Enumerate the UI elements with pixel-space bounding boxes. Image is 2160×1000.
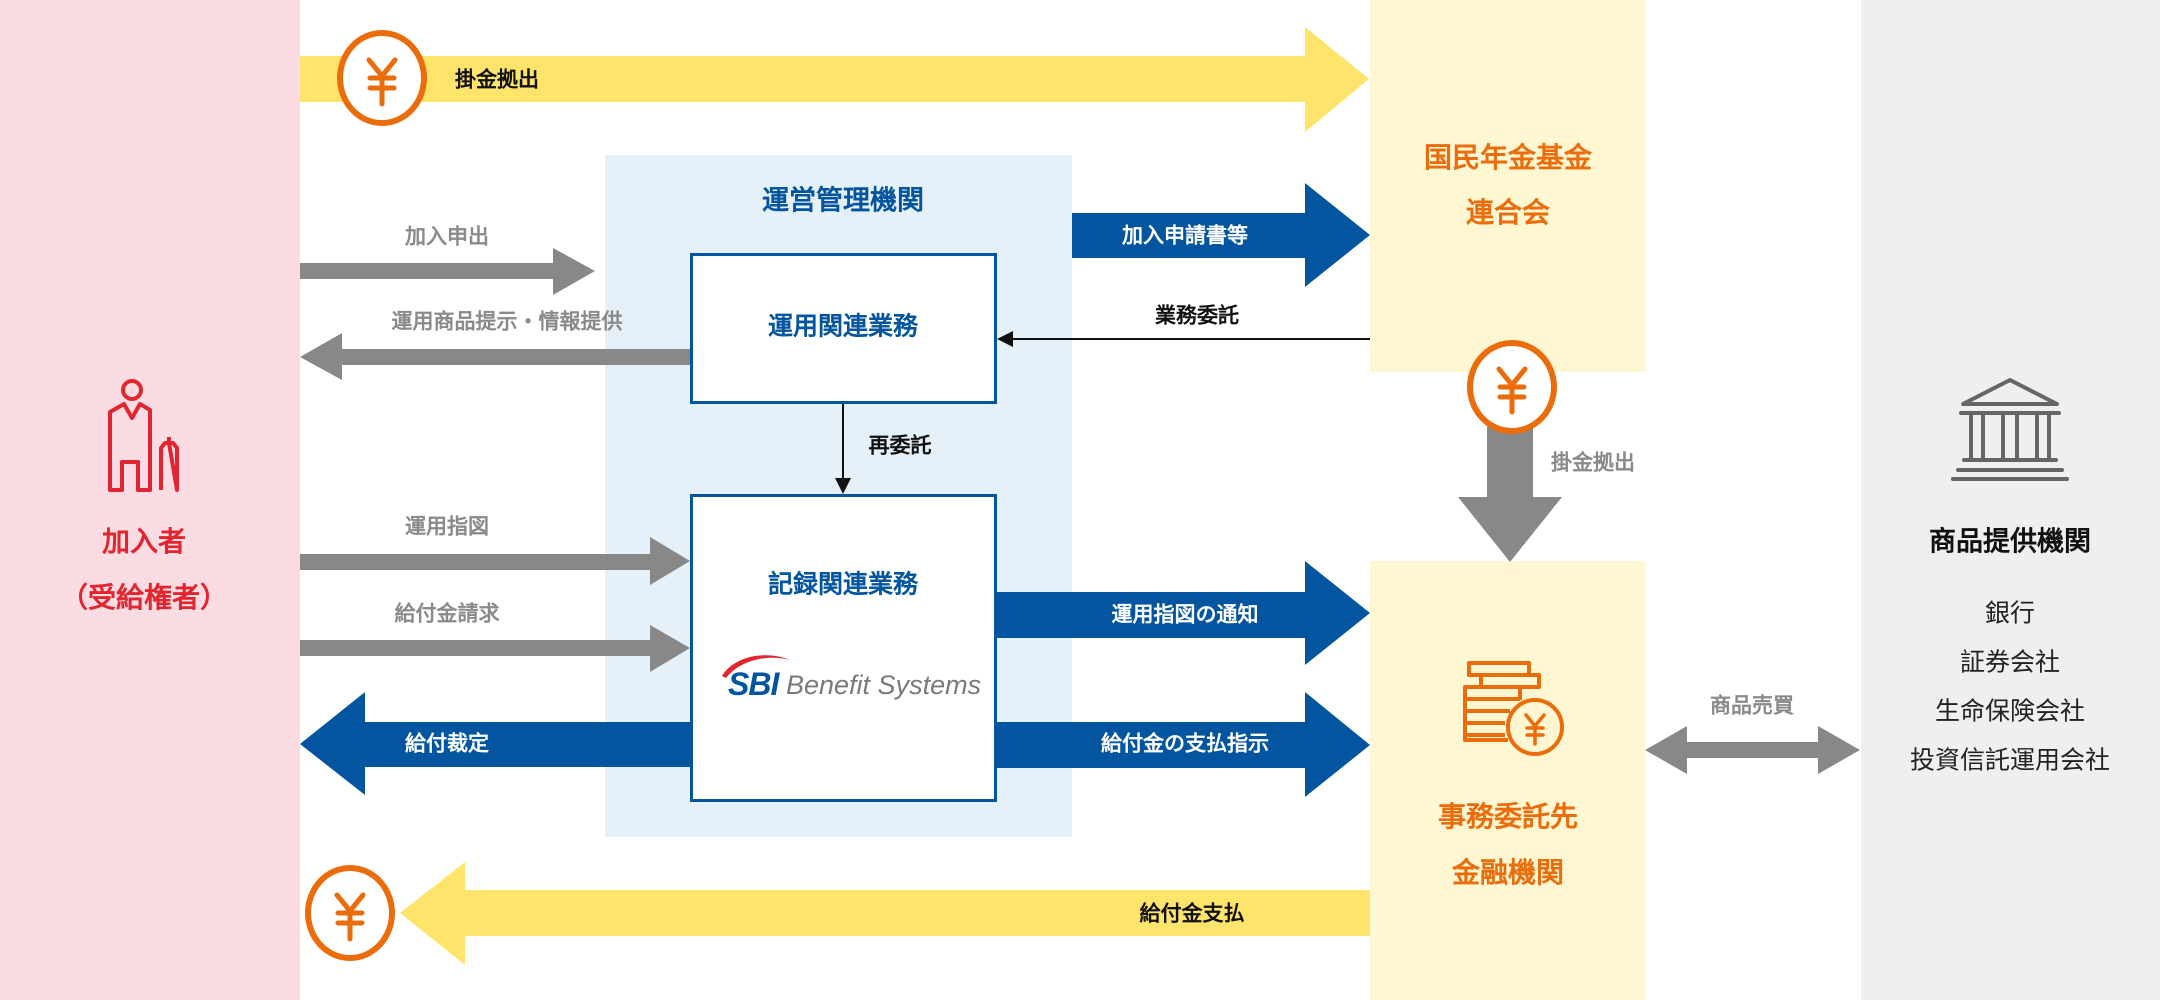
contribution-top-label: 掛金拠出 (455, 67, 539, 92)
instruction-notice-label: 運用指図の通知 (1111, 602, 1259, 627)
contribution-down-arrow (1458, 420, 1562, 562)
logo-mark-text: SBI (728, 666, 779, 702)
business-commission-arrowhead (997, 331, 1013, 347)
payment-instruction-label: 給付金の支払指示 (1101, 731, 1269, 756)
custodian-name-line2: 金融機関 (1451, 856, 1565, 889)
contribution-down-label: 掛金拠出 (1551, 450, 1635, 475)
participant-label: 加入者 (101, 525, 187, 558)
participant-sublabel: （受給権者） (59, 581, 229, 614)
application-forms-arrow (1072, 183, 1370, 287)
sbi-benefit-systems-logo: SBI Benefit Systems (716, 650, 986, 702)
custodian-panel (1370, 561, 1645, 1000)
enrollment-arrow (300, 248, 595, 295)
business-commission-label: 業務委託 (1155, 303, 1239, 328)
provider-column (1861, 0, 2160, 1000)
investment-instruction-arrow (300, 537, 690, 585)
records-box-label: 記録関連業務 (767, 569, 919, 599)
logo-company-text: Benefit Systems (786, 670, 982, 700)
operations-box-label: 運用関連業務 (767, 311, 919, 341)
instruction-notice-arrow (997, 561, 1370, 665)
product-info-label: 運用商品提示・情報提供 (391, 309, 623, 334)
provider-item: 銀行 (1984, 598, 2036, 628)
benefit-claim-arrow (300, 625, 690, 672)
product-trading-arrow (1645, 726, 1860, 774)
enrollment-label: 加入申出 (405, 224, 489, 249)
investment-instruction-label: 運用指図 (405, 514, 489, 539)
person-with-luggage-icon (108, 379, 179, 492)
product-trading-label: 商品売買 (1710, 693, 1794, 718)
benefit-payment-label: 給付金支払 (1139, 901, 1245, 926)
benefit-decision-arrow (300, 692, 690, 795)
benefit-claim-label: 給付金請求 (394, 601, 500, 626)
benefit-payment-arrow (400, 862, 1370, 965)
participant-column (0, 0, 300, 1000)
recommission-arrowhead (835, 478, 851, 494)
management-title: 運営管理機関 (762, 185, 924, 217)
payment-instruction-arrow (997, 692, 1370, 797)
provider-title: 商品提供機関 (1929, 526, 2091, 558)
provider-item: 生命保険会社 (1934, 696, 2086, 726)
logo-swoosh-icon (722, 655, 790, 678)
contribution-arrow (300, 27, 1369, 132)
operations-business-box (690, 253, 997, 404)
records-business-box (690, 494, 997, 802)
federation-panel (1370, 0, 1645, 372)
yen-coin-icon (337, 30, 427, 126)
yen-coin-icon (305, 865, 395, 961)
coin-stack-yen-icon (1463, 661, 1564, 756)
federation-name-line1: 国民年金基金 (1423, 141, 1593, 174)
custodian-name-line1: 事務委託先 (1437, 800, 1579, 833)
federation-name-line2: 連合会 (1465, 196, 1551, 229)
provider-item: 投資信託運用会社 (1909, 745, 2111, 775)
benefit-decision-label: 給付裁定 (405, 731, 489, 756)
application-forms-label: 加入申請書等 (1122, 223, 1248, 248)
yen-coin-icon (1467, 340, 1557, 434)
recommission-label: 再委託 (868, 433, 932, 458)
product-info-arrow (300, 333, 690, 380)
provider-item: 証券会社 (1959, 647, 2061, 677)
bank-building-icon (1951, 378, 2069, 481)
